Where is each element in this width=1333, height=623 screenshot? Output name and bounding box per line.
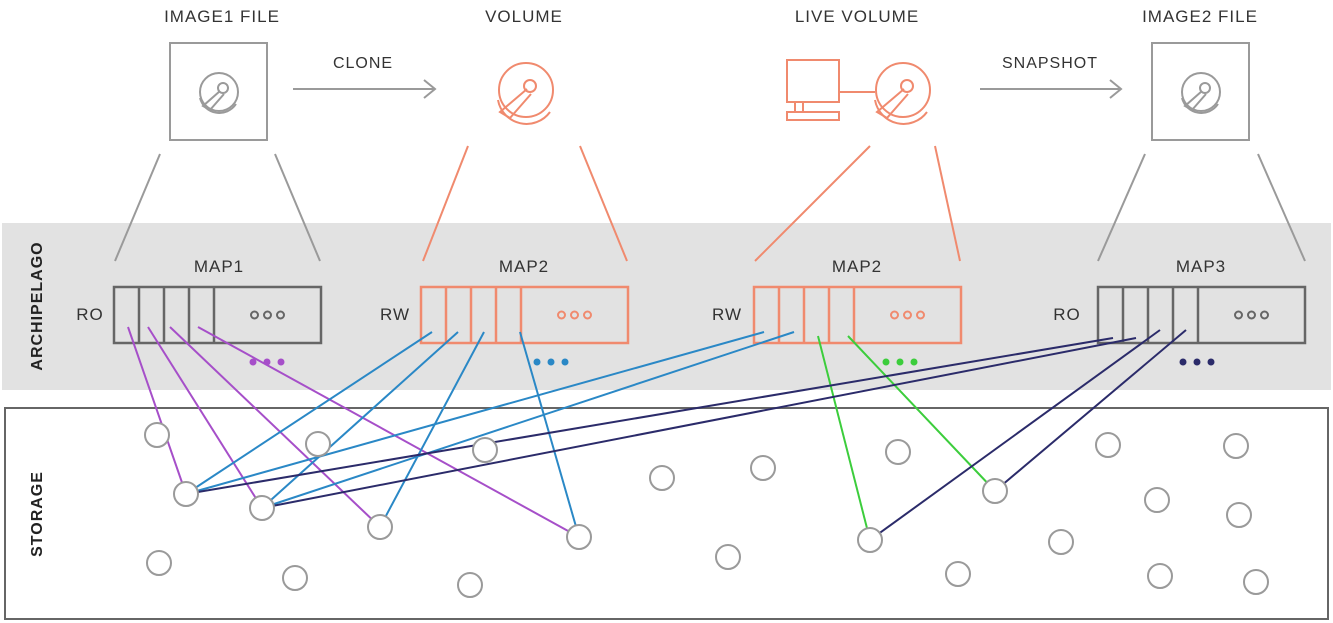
storage-block: [367, 514, 393, 540]
image1-connectors: [114, 153, 321, 262]
storage-block: [715, 544, 741, 570]
map1-mode-label: RO: [76, 305, 104, 324]
mapping-line-green: [847, 335, 996, 492]
archipelago-band: [2, 223, 1331, 390]
mapping-line-purple: [169, 326, 381, 528]
map2b-mode-label: RW: [712, 305, 742, 324]
snapshot-arrow-icon: [980, 79, 1123, 99]
storage-block: [1223, 433, 1249, 459]
storage-block: [1048, 529, 1074, 555]
storage-block: [1243, 569, 1269, 595]
storage-block: [945, 561, 971, 587]
map2a-label: MAP2: [499, 257, 549, 276]
storage-block: [249, 495, 275, 521]
clone-label: CLONE: [333, 55, 393, 72]
storage-block: [1226, 502, 1252, 528]
ellipsis-icon: [250, 310, 285, 320]
mapping-line-blue: [261, 331, 795, 509]
archipelago-label: ARCHIPELAGO: [29, 241, 46, 370]
disk-icon: [874, 62, 931, 125]
mapping-line-green: [817, 335, 871, 541]
map2a-mode-label: RW: [380, 305, 410, 324]
storage-block: [173, 481, 199, 507]
storage-block: [982, 478, 1008, 504]
ellipsis-icon: [1234, 310, 1269, 320]
image2-file-icon: [1151, 42, 1250, 141]
live-volume-label: LIVE VOLUME: [795, 7, 919, 26]
image1-file-label: IMAGE1 FILE: [164, 7, 280, 26]
storage-block: [146, 550, 172, 576]
map-block-1: [112, 285, 323, 366]
image2-connectors: [1097, 153, 1306, 262]
mapping-line-blue: [519, 331, 580, 538]
volume-disk-icon: [497, 62, 554, 125]
storage-block: [305, 431, 331, 457]
mapping-line-blue: [261, 331, 459, 509]
storage-block: [566, 524, 592, 550]
storage-block: [750, 455, 776, 481]
storage-block: [857, 527, 883, 553]
storage-block: [282, 565, 308, 591]
disk-icon: [199, 72, 239, 114]
storage-block: [472, 437, 498, 463]
storage-block: [457, 572, 483, 598]
storage-block: [144, 422, 170, 448]
mapping-line-blue: [379, 331, 485, 528]
storage-label: STORAGE: [29, 471, 46, 557]
map1-label: MAP1: [194, 257, 244, 276]
mapping-line-blue: [185, 331, 765, 495]
storage-block: [1144, 487, 1170, 513]
map-block-3: [752, 285, 963, 366]
storage-block: [1147, 563, 1173, 589]
map3-mode-label: RO: [1053, 305, 1081, 324]
mapping-line-navy: [994, 329, 1187, 492]
clone-arrow-icon: [293, 79, 437, 99]
volume-label: VOLUME: [485, 7, 563, 26]
map3-label: MAP3: [1176, 257, 1226, 276]
ellipsis-icon: [890, 310, 925, 320]
live-volume-icon: [786, 59, 931, 125]
storage-block: [649, 465, 675, 491]
disk-icon: [1181, 72, 1221, 114]
mapping-line-navy: [261, 337, 1137, 509]
computer-icon: [786, 59, 840, 121]
mapping-line-navy: [185, 337, 1114, 495]
map-3-more-dots: [882, 358, 918, 366]
mapping-line-navy: [869, 329, 1161, 541]
volume-connectors: [422, 145, 628, 262]
storage-block: [1095, 432, 1121, 458]
map-block-4: [1096, 285, 1307, 366]
storage-box: [4, 407, 1329, 620]
storage-block: [885, 439, 911, 465]
mapping-line-blue: [185, 331, 433, 495]
mapping-line-purple: [197, 326, 580, 538]
mapping-line-purple: [127, 326, 187, 495]
map-4-more-dots: [1179, 358, 1215, 366]
live-volume-connectors: [754, 145, 961, 262]
image2-file-label: IMAGE2 FILE: [1142, 7, 1258, 26]
map-2-more-dots: [533, 358, 569, 366]
snapshot-label: SNAPSHOT: [1002, 55, 1098, 72]
image1-file-icon: [169, 42, 268, 141]
map2b-label: MAP2: [832, 257, 882, 276]
ellipsis-icon: [557, 310, 592, 320]
